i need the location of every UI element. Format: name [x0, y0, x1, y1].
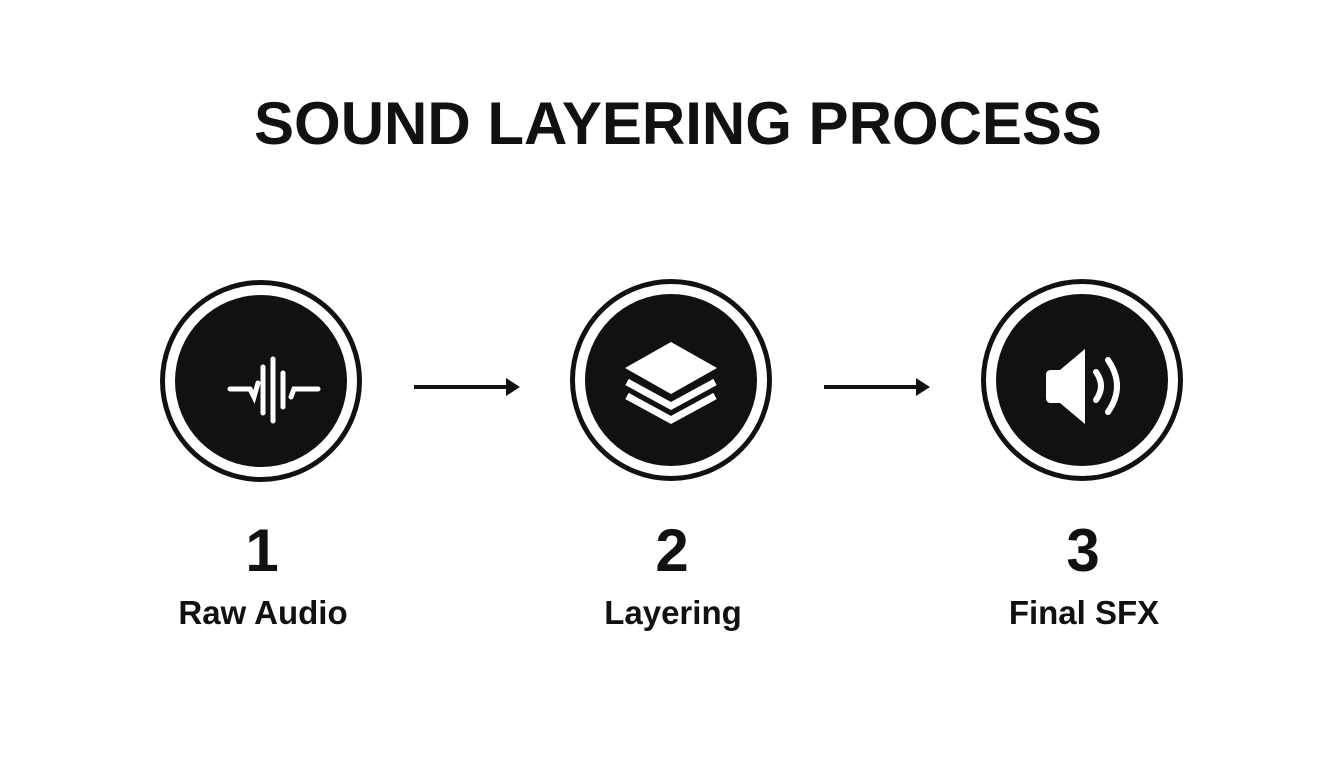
- step-2-number: 2: [655, 517, 689, 584]
- step-3-circle: [981, 279, 1183, 481]
- step-2-label: Layering: [604, 594, 742, 631]
- step-1-circle: [160, 280, 362, 482]
- waveform-icon: [227, 356, 321, 424]
- speaker-icon: [1046, 349, 1120, 424]
- layers-icon: [625, 342, 717, 424]
- step-2-circle: [570, 279, 772, 481]
- step-3-label: Final SFX: [1008, 594, 1160, 631]
- step-1-number: 1: [245, 517, 279, 584]
- step-3-number: 3: [1066, 517, 1100, 584]
- arrow-icon: [824, 378, 930, 396]
- step-1-label: Raw Audio: [178, 594, 348, 631]
- diagram-title: SOUND LAYERING PROCESS: [254, 90, 1102, 157]
- arrow-icon: [414, 378, 520, 396]
